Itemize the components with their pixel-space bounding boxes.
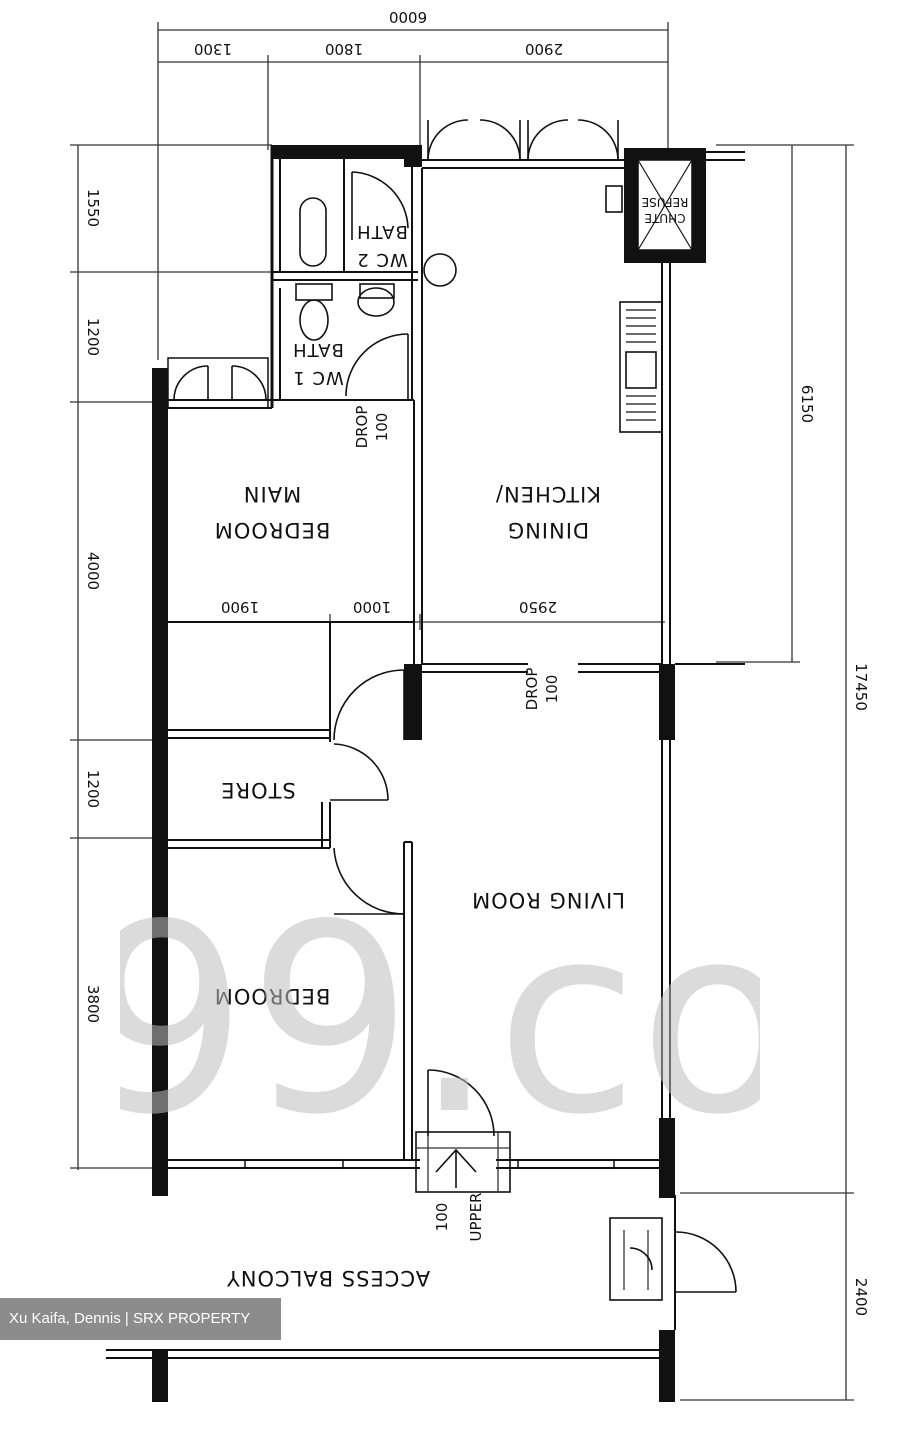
bedroom-label: BEDROOM [214, 984, 331, 1008]
door-swings [173, 119, 737, 1293]
store-label: STORE [220, 778, 296, 802]
kitchen-label-line2: DINING [507, 518, 589, 542]
dimension-lines [70, 22, 854, 1401]
drop-100-a-line2: 100 [373, 413, 391, 442]
dimension-top-seg-1: 1300 [194, 40, 232, 58]
bathtub [299, 197, 327, 267]
dimension-left-seg-2: 1200 [84, 318, 102, 356]
dimension-mid-seg-1: 1900 [221, 598, 259, 616]
dimension-left-seg-1: 1550 [84, 189, 102, 227]
dimension-left-seg-5: 3800 [84, 985, 102, 1023]
room-labels: MAIN BEDROOM KITCHEN/ DINING BATH WC 2 B… [214, 195, 689, 1290]
drop-100-a-line1: DROP [353, 406, 371, 449]
access-balcony-label: ACCESS BALCONY [226, 1266, 430, 1290]
kitchen-counter [619, 301, 663, 433]
main-bedroom-label-line2: BEDROOM [214, 518, 331, 542]
upper-100-line1: UPPER [467, 1193, 485, 1242]
upper-100-line2: 100 [433, 1203, 451, 1232]
drop-100-b-line2: 100 [543, 675, 561, 704]
dimension-mid-seg-2: 1000 [353, 598, 391, 616]
drop-100-b-line1: DROP [523, 668, 541, 711]
dimension-mid-seg-3: 2950 [519, 598, 557, 616]
dimension-right-balcony: 2400 [852, 1278, 870, 1316]
refuse-chute-label-line1: REFUSE [642, 195, 689, 209]
kitchen-label-line1: KITCHEN/ [495, 482, 601, 506]
fixtures [295, 185, 663, 433]
bath-wc1-label-line2: WC 1 [292, 367, 344, 388]
interior-walls [106, 145, 745, 1359]
dimension-left-seg-4: 1200 [84, 770, 102, 808]
refuse-chute-label-line2: CHUTE [644, 211, 685, 225]
living-room-label: LIVING ROOM [471, 888, 625, 912]
agent-credit-badge: Xu Kaifa, Dennis | SRX PROPERTY [0, 1298, 281, 1340]
dimension-right-kitchen: 6150 [798, 385, 816, 423]
dimension-top-total: 6000 [389, 8, 427, 26]
dimension-top-seg-2: 1800 [325, 40, 363, 58]
bath-wc2-label-line2: WC 2 [356, 249, 408, 270]
dimension-right-total: 17450 [852, 663, 870, 711]
main-bedroom-label-line1: MAIN [243, 482, 301, 506]
dimension-top-seg-3: 2900 [525, 40, 563, 58]
bath-wc2-label-line1: BATH [356, 221, 408, 242]
bath-wc1-label-line1: BATH [292, 339, 344, 360]
dimension-left-seg-3: 4000 [84, 552, 102, 590]
toilet-2 [357, 287, 395, 317]
structural-walls [152, 145, 706, 1402]
kitchen-sink [625, 351, 657, 389]
toilet-1 [299, 299, 329, 341]
